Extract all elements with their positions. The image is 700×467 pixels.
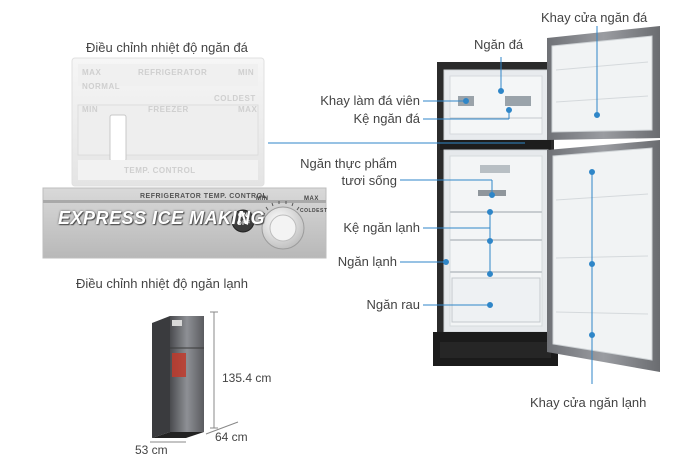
- freezer-panel-min-top: MIN: [238, 68, 255, 77]
- callout-khay-cua-ngan-lanh: Khay cửa ngăn lạnh: [530, 395, 647, 410]
- callout-khay-cua-ngan-da: Khay cửa ngăn đá: [541, 10, 648, 25]
- button-off-label: OFF: [237, 221, 251, 227]
- callout-lines: [268, 26, 600, 384]
- freezer-control-panel: [71, 57, 265, 187]
- freezer-panel-max-top: MAX: [82, 68, 102, 77]
- dimension-width: 53 cm: [135, 443, 168, 457]
- fridge-panel-caption: Điều chỉnh nhiệt độ ngăn lạnh: [76, 276, 249, 291]
- fridge-control-panel: [42, 187, 327, 259]
- freezer-panel-normal: NORMAL: [82, 82, 121, 91]
- callout-ngan-da: Ngăn đá: [474, 37, 524, 52]
- freezer-panel-refrigerator: REFRIGERATOR: [138, 68, 208, 77]
- ice-tray-right: [505, 96, 531, 106]
- on-off-button: [231, 209, 255, 233]
- callout-ngan-thuc-pham-line1: Ngăn thực phẩm: [300, 156, 397, 171]
- freezer-panel-min-bottom: MIN: [82, 105, 99, 114]
- freezer-slider-knob: [109, 114, 127, 162]
- dimension-lines: [150, 311, 239, 443]
- callout-ngan-lanh: Ngăn lạnh: [337, 254, 397, 269]
- callout-ke-ngan-lanh: Kệ ngăn lạnh: [343, 220, 420, 235]
- freezer-panel-freezer: FREEZER: [148, 105, 189, 114]
- freezer-panel-temp-control: TEMP. CONTROL: [124, 166, 196, 175]
- freezer-panel-caption: Điều chỉnh nhiệt độ ngăn đá: [86, 40, 248, 55]
- dial-max-label: MAX: [304, 196, 319, 202]
- vegetable-drawer: [451, 277, 541, 323]
- small-fridge-image: [152, 316, 204, 438]
- callout-ke-ngan-da: Kệ ngăn đá: [353, 111, 420, 126]
- freezer-panel-max-bottom: MAX: [238, 105, 258, 114]
- dial-coldest-label: COLDEST: [300, 208, 328, 214]
- express-ice-making-title: EXPRESS ICE MAKING: [58, 208, 266, 228]
- button-on-label: ON: [238, 213, 248, 219]
- dial-ticks: [261, 201, 300, 215]
- callout-ngan-thuc-pham-line2: tươi sống: [341, 173, 397, 188]
- main-fridge-image: [433, 26, 660, 372]
- dimension-height: 135.4 cm: [222, 371, 272, 385]
- freezer-panel-coldest: COLDEST: [214, 94, 256, 103]
- fridge-panel-header: REFRIGERATOR TEMP. CONTROL: [140, 193, 268, 200]
- dimension-depth: 64 cm: [215, 430, 248, 444]
- callout-ngan-rau: Ngăn rau: [366, 297, 420, 312]
- dial-min-label: MIN: [256, 196, 269, 202]
- callout-khay-lam-da-vien: Khay làm đá viên: [320, 93, 420, 108]
